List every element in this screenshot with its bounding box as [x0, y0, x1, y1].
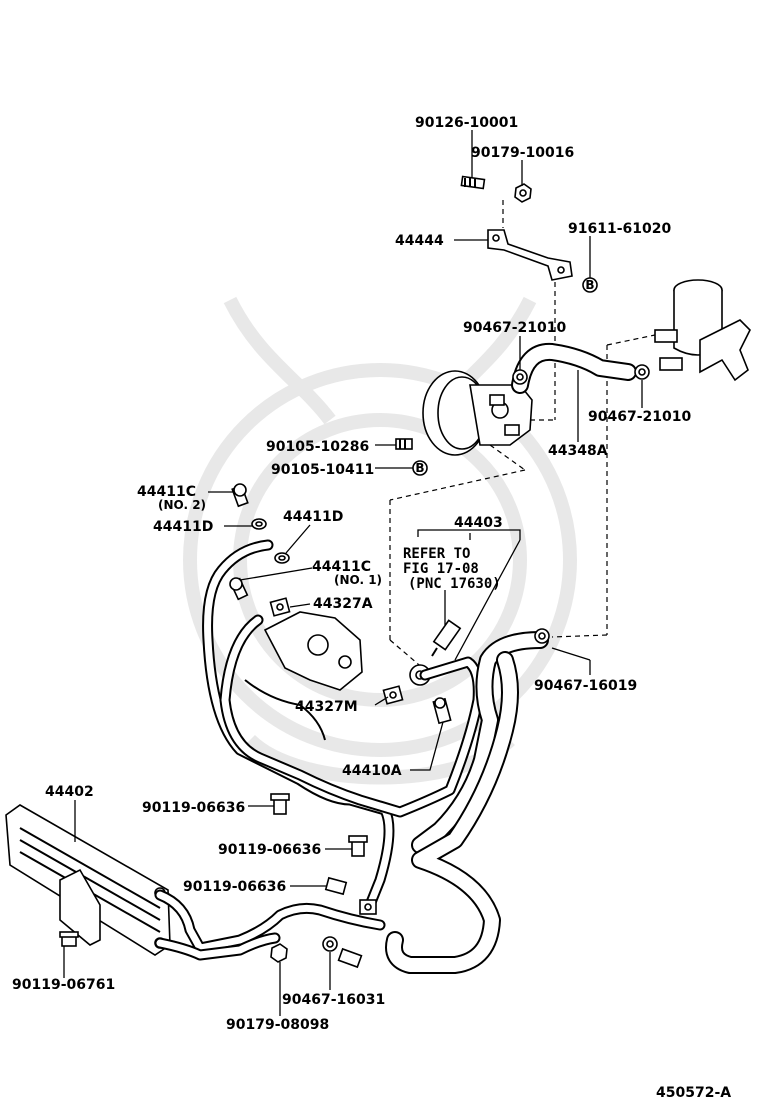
- tube-clamp-icon: [382, 685, 404, 705]
- pressure-switch-icon: [431, 619, 462, 657]
- bolt-icon: [270, 793, 290, 815]
- return-hose-icon: [511, 342, 637, 394]
- bolt-icon: [324, 876, 348, 896]
- nut-icon: [514, 183, 532, 203]
- stud-bolt-icon: [460, 175, 486, 190]
- part-number-label: 91611-61020: [568, 221, 671, 237]
- union-bolt-icon: [229, 577, 249, 601]
- nut-icon: [270, 943, 288, 963]
- svg-text:B: B: [585, 278, 594, 292]
- part-number-label: 44444: [395, 233, 444, 249]
- steering-gear-icon: [244, 611, 363, 741]
- part-number-label: 90467-16019: [534, 678, 637, 694]
- part-number-label: 44327A: [313, 596, 373, 612]
- return-hose-icon: [385, 651, 519, 974]
- oil-cooler-icon: [5, 804, 171, 956]
- part-number-label: 90119-06636: [142, 800, 245, 816]
- gasket-icon: [274, 552, 290, 564]
- union-bolt-icon: [231, 483, 249, 508]
- power-steering-pump-icon: [422, 370, 533, 456]
- leader-lines: [63, 130, 643, 1016]
- part-number-label: 44411D: [283, 509, 343, 525]
- hose-clamp-icon: [322, 936, 338, 952]
- return-hose-icon: [411, 631, 549, 854]
- cooler-tube-icon: [154, 889, 386, 961]
- hose-end-icon: [337, 947, 363, 969]
- reservoir-icon: [654, 279, 751, 382]
- part-number-label: 90119-06636: [183, 879, 286, 895]
- bolt-icon: [59, 931, 79, 947]
- part-number-label: 90126-10001: [415, 115, 518, 131]
- part-labels: 90126-10001 90179-10016 44444 91611-6102…: [12, 115, 731, 1101]
- hose-clamp-icon: [534, 628, 550, 644]
- dash-line: [551, 634, 608, 638]
- part-number-sublabel: (NO. 1): [334, 573, 382, 587]
- reference-note: FIG 17-08: [403, 561, 479, 577]
- gasket-icon: [251, 518, 267, 530]
- drawing: B B: [5, 175, 751, 974]
- dash-line: [489, 444, 526, 471]
- part-number-label: 44411C: [312, 559, 371, 575]
- part-number-label: 44411C: [137, 484, 196, 500]
- part-number-label: 44411D: [153, 519, 213, 535]
- bolt-icon: [348, 835, 368, 857]
- part-number-label: 90467-21010: [588, 409, 691, 425]
- bolt-icon: [395, 438, 413, 450]
- reference-note: (PNC 17630): [408, 576, 501, 592]
- tube-clamp-icon: [359, 899, 377, 915]
- figure-id-label: 450572-A: [656, 1085, 731, 1101]
- part-number-label: 90179-10016: [471, 145, 574, 161]
- part-number-label: 44327M: [295, 699, 358, 715]
- dash-line: [606, 334, 656, 346]
- reference-note: REFER TO: [403, 546, 470, 562]
- part-number-label: 44410A: [342, 763, 402, 779]
- tube-clamp-icon: [269, 597, 291, 617]
- part-number-label: 90467-21010: [463, 320, 566, 336]
- part-number-sublabel: (NO. 2): [158, 498, 206, 512]
- part-number-label: 44403: [454, 515, 503, 531]
- part-number-label: 90105-10286: [266, 439, 369, 455]
- b-marker-icon: B: [582, 277, 598, 293]
- pressure-tube-icon: [202, 539, 395, 911]
- part-number-label: 90119-06761: [12, 977, 115, 993]
- union-bolt-icon: [432, 697, 452, 725]
- part-number-label: 90119-06636: [218, 842, 321, 858]
- part-number-label: 44348A: [548, 443, 608, 459]
- part-number-label: 90105-10411: [271, 462, 374, 478]
- bracket-icon: [487, 229, 573, 281]
- hose-clamp-icon: [634, 364, 650, 380]
- part-number-label: 90179-08098: [226, 1017, 329, 1033]
- part-number-label: 44402: [45, 784, 94, 800]
- svg-text:B: B: [415, 461, 424, 475]
- part-number-label: 90467-16031: [282, 992, 385, 1008]
- b-marker-icon: B: [412, 460, 428, 476]
- hose-clamp-icon: [512, 369, 528, 385]
